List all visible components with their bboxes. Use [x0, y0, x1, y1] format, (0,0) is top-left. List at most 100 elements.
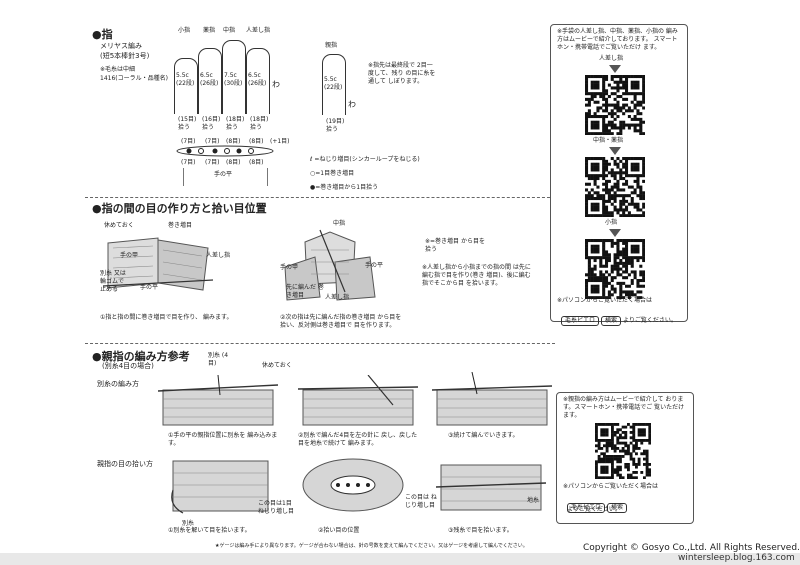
qr-panel-thumb: ※親指の編み方はムービーで紹介して おります。スマートホン・携帯電話でご 覧いた… — [556, 392, 694, 524]
label-twist-inc-a: この目は1目 ねじり増し目 — [258, 500, 295, 515]
between-caption-2: ②次の指は先に編んだ指の巻き増目 から目を拾い、反対側は巻き増目で 目を作ります… — [280, 314, 402, 329]
watermark-bar — [0, 553, 800, 565]
palm-bottom-4: (8目) — [249, 159, 264, 166]
finger-height-index: 6.5c (26段) — [248, 72, 267, 87]
pickup-middle: (18目) 拾う — [226, 116, 245, 131]
arrow-down-icon — [609, 147, 621, 155]
palm-top-3: (8目) — [226, 138, 241, 145]
palm-top-2: (7目) — [205, 138, 220, 145]
label-prev-increase: 先に編んだ 巻き増目 — [286, 284, 324, 299]
thumb-illustration-1 — [158, 375, 278, 426]
legend-twist: ℓ =ねじり増目(シンカーループをねじる) — [310, 156, 420, 163]
search-button[interactable]: 検索 — [607, 503, 628, 513]
label-palm-a: 手の平 — [140, 284, 159, 291]
between-caption-1: ①指と指の間に巻き増目で目を作り、 編みます。 — [100, 314, 233, 321]
label-back-b: 手の甲 — [280, 264, 299, 271]
label-rest-thumb: 休めておく — [262, 362, 292, 369]
fingers-title: ●指 — [92, 28, 113, 41]
finger-pinky-outline — [174, 58, 198, 114]
qr-code-thumb[interactable] — [595, 423, 651, 479]
finger-label-pinky: 小指 — [178, 27, 191, 34]
thumb-caption-3: ③続けて編んでいきます。 — [448, 432, 519, 439]
label-scrap-row2: 別糸 — [182, 520, 195, 527]
between-illustration-a — [102, 237, 214, 291]
qr-panel-fingers-intro: ※手袋の人差し指、中指、薬指、小指の 編み方はムービーで紹介しております。 スマ… — [557, 28, 678, 51]
search-button[interactable]: 検索 — [601, 316, 622, 326]
qr-label-middle-ring: 中指・薬指 — [593, 137, 624, 144]
palm-top-1: (7目) — [181, 138, 196, 145]
palm-line-left — [183, 168, 184, 186]
label-palm-b: 手の平 — [365, 262, 384, 269]
legend-wrap: ○=1目巻き増目 — [310, 170, 355, 177]
thumb-row1-title: 別糸の編み方 — [97, 380, 139, 388]
finger-height-middle: 7.5c (30段) — [224, 72, 243, 87]
finger-height-ring: 6.5c (26段) — [200, 72, 219, 87]
thumb-illustration-4 — [171, 460, 269, 514]
qr-code-pinky[interactable] — [585, 239, 645, 299]
qr-panel-thumb-intro: ※親指の編み方はムービーで紹介して おります。スマートホン・携帯電話でご 覧いた… — [563, 396, 685, 419]
label-index-b: 人差し指 — [325, 294, 350, 301]
yarn-end-mark: わ — [272, 80, 280, 89]
finger-label-ring: 薬指 — [203, 27, 216, 34]
pattern-label: メリヤス編み — [100, 42, 142, 50]
thumb-illustration-5 — [302, 458, 404, 512]
qr-panel-fingers: ※手袋の人差し指、中指、薬指、小指の 編み方はムービーで紹介しております。 スマ… — [550, 24, 688, 326]
thumb-height: 5.5c (22段) — [324, 76, 343, 91]
thumb-illustration-3 — [432, 372, 552, 426]
divider-1 — [85, 197, 555, 198]
label-scrap-4: 別糸 (4目) — [208, 352, 229, 367]
between-illustration-b — [284, 229, 376, 301]
thumb-outline — [322, 54, 346, 115]
yarn-note-2: 1416(コーラル・品種名) — [100, 75, 168, 82]
gauge-footnote: ★ゲージは編み手により異なります。ゲージが合わない場合は、針の号数を変えて編んで… — [215, 543, 528, 549]
label-scrap-yarn: 別糸 又は 輪ゴムで 止める — [100, 270, 126, 293]
needle-label: (短5本棒針3号) — [100, 52, 150, 60]
qr-code-middle-ring[interactable] — [585, 157, 645, 217]
thumb-subtitle: (別糸4目の場合) — [102, 362, 154, 370]
thumb-caption-1: ①手の平の親指位置に別糸を 編み込みます。 — [168, 432, 278, 447]
thumb-illustration-2 — [298, 375, 418, 426]
qr-label-index: 人差し指 — [599, 55, 624, 62]
thumb-pickup: (19目) 拾う — [326, 118, 345, 133]
tip-note: ※指先は最終段で 2目一度して、残り の目に糸を通して しぼります。 — [368, 62, 436, 85]
thumb-illustration-6 — [436, 464, 546, 511]
watermark: wintersleep.blog.163.com — [678, 553, 795, 563]
finger-ring-outline — [198, 48, 222, 114]
yarn-note-1: ※毛糸は中細 — [100, 66, 136, 73]
search-term-button[interactable]: 毛糸ピエロ — [561, 316, 600, 326]
qr-label-pinky: 小指 — [605, 219, 618, 226]
label-middle-b: 中指 — [333, 220, 346, 227]
qr-code-index[interactable] — [585, 75, 645, 135]
thumb-row2-title: 親指の目の拾い方 — [97, 460, 153, 468]
thumb-caption-6: ③残糸で目を拾います。 — [448, 527, 513, 534]
arrow-down-icon — [609, 229, 621, 237]
search-term-button[interactable]: 毛糸ピエロ — [567, 503, 606, 513]
search-bar-2: 毛糸ピエロ検索 — [567, 494, 629, 513]
qr-suffix-2: よりご覧ください。 — [567, 506, 621, 513]
qr-pc-note-2: ※パソコンからご覧いただく場合は — [563, 483, 659, 490]
palm-bottom-1: (7目) — [181, 159, 196, 166]
label-rest: 休めておく — [104, 222, 134, 229]
palm-bottom-2: (7目) — [205, 159, 220, 166]
between-title: ●指の間の目の作り方と拾い目位置 — [92, 202, 267, 215]
palm-label: 手の平 — [214, 171, 233, 178]
search-bar-1: 毛糸ピエロ検索よりご覧ください。 — [561, 307, 677, 326]
finger-index-outline — [246, 48, 270, 114]
copyright: Copyright © Gosyo Co.,Ltd. All Rights Re… — [583, 543, 800, 553]
finger-label-index: 人差し指 — [246, 27, 271, 34]
finger-label-middle: 中指 — [223, 27, 236, 34]
label-wrap-increase: 巻き増目 — [168, 222, 193, 229]
pickup-index: (18目) 拾う — [250, 116, 269, 131]
palm-ring-diagram — [176, 145, 274, 157]
between-note-1: ※=巻き増目 から目を拾う — [425, 238, 485, 253]
qr-pc-note-1: ※パソコンからご覧いただく場合は — [557, 297, 653, 304]
thumb-caption-4: ①別糸を解いて目を拾います。 — [168, 527, 251, 534]
palm-top-4: (8目) — [249, 138, 264, 145]
qr-suffix-1: よりご覧ください。 — [623, 317, 677, 324]
thumb-caption-5: ②拾い目の位置 — [318, 527, 360, 534]
label-main-yarn: 地糸 — [527, 497, 540, 504]
finger-middle-outline — [222, 40, 246, 114]
palm-top-5: (+1目) — [270, 138, 290, 145]
divider-2 — [85, 343, 555, 344]
pickup-ring: (16目) 拾う — [202, 116, 221, 131]
